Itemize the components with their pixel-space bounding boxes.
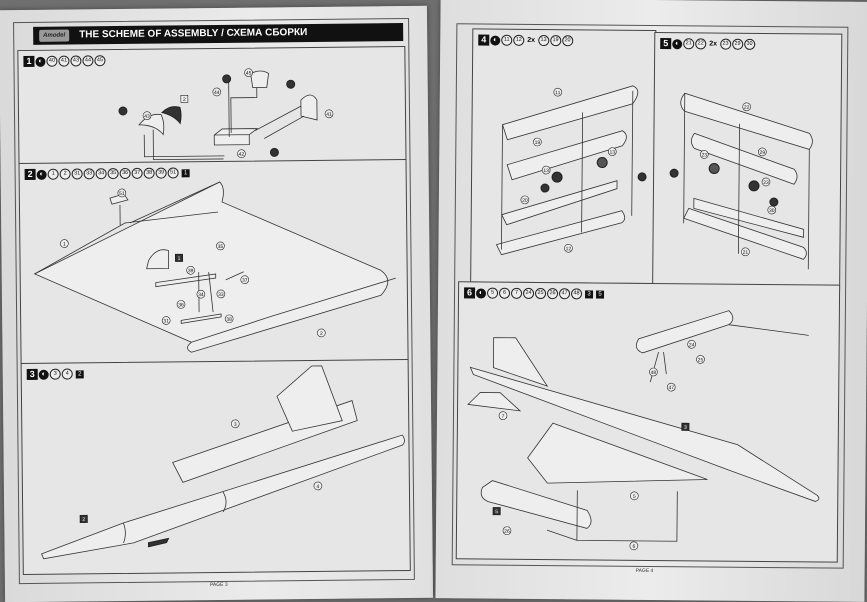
step-1-drawing: 2 43 44 45 41 42 bbox=[118, 68, 334, 161]
part-4-lower-fuselage bbox=[41, 434, 405, 560]
glue-icon bbox=[269, 147, 279, 157]
part-42-floor bbox=[213, 128, 259, 146]
glue-icon bbox=[222, 74, 232, 84]
assembly-title: THE SCHEME OF ASSEMBLY / СХЕМА СБОРКИ bbox=[79, 27, 308, 41]
callout: 23 bbox=[763, 180, 769, 186]
callout: 24 bbox=[689, 342, 695, 348]
callout: 34 bbox=[198, 292, 204, 298]
callout: 19 bbox=[535, 140, 541, 146]
part-29 bbox=[690, 132, 798, 185]
callout: 42 bbox=[239, 152, 245, 158]
callout: 6 bbox=[632, 544, 635, 550]
step-3-drawing: 3 4 2 bbox=[41, 365, 405, 560]
step-2-drawing: 1 51 1 35 39 37 36 33 34 31 38 2 bbox=[33, 181, 396, 353]
wing bbox=[527, 422, 708, 484]
subassembly-ref: 2 bbox=[82, 517, 85, 523]
callout: 33 bbox=[218, 292, 224, 298]
glue-icon bbox=[118, 106, 128, 116]
callout: 38 bbox=[226, 317, 232, 323]
glue-icon bbox=[540, 183, 550, 193]
callout: 2 bbox=[320, 331, 323, 337]
callout: 12 bbox=[566, 246, 572, 252]
callout: 30 bbox=[769, 208, 775, 214]
page-number: PAGE 3 bbox=[209, 581, 228, 589]
callout: 37 bbox=[242, 278, 248, 284]
callout: 11 bbox=[555, 90, 560, 96]
glue-icon bbox=[637, 172, 647, 182]
tail-fin bbox=[493, 337, 549, 387]
cockpit-subassembly bbox=[146, 249, 170, 270]
instruction-page-3: Amodel THE SCHEME OF ASSEMBLY / СХЕМА СБ… bbox=[0, 5, 434, 602]
landing-gear bbox=[147, 537, 170, 548]
callout: 23 bbox=[701, 152, 707, 158]
fuselage-half-1 bbox=[33, 181, 389, 353]
callout: 51 bbox=[119, 191, 125, 197]
callout: 36 bbox=[178, 302, 184, 308]
part-19 bbox=[506, 130, 627, 181]
glue-icon bbox=[669, 168, 679, 178]
subassembly-ref: 5 bbox=[495, 509, 498, 515]
callout: 41 bbox=[326, 112, 332, 118]
callout: 26 bbox=[504, 529, 510, 535]
nacelle-detail bbox=[635, 310, 734, 354]
brand-logo: Amodel bbox=[39, 29, 70, 42]
callout: 5 bbox=[633, 494, 636, 500]
callout: 25 bbox=[698, 357, 704, 363]
step-6-drawing: 7 24 25 48 47 3 5 5 26 6 bbox=[467, 310, 820, 551]
page-number: PAGE 4 bbox=[635, 567, 654, 575]
callout: 13 bbox=[609, 150, 615, 156]
step-4-drawing: 11 19 13 13 20 12 bbox=[495, 85, 647, 256]
part-13-disc bbox=[551, 171, 563, 183]
floor-parts bbox=[155, 273, 222, 324]
callout: 35 bbox=[218, 244, 224, 250]
glue-icon bbox=[286, 79, 296, 89]
callout: 31 bbox=[163, 318, 169, 324]
callout: 20 bbox=[522, 198, 528, 204]
callout: 21 bbox=[743, 250, 749, 256]
part-41-bulkhead bbox=[300, 94, 318, 121]
callout: 39 bbox=[188, 268, 194, 274]
fuselage bbox=[469, 366, 820, 502]
part-2-cushion bbox=[161, 106, 182, 125]
callout: 47 bbox=[668, 385, 674, 391]
callout: 13 bbox=[543, 168, 549, 174]
callout: 1 bbox=[63, 242, 66, 248]
part-21-lower bbox=[683, 197, 807, 260]
step-5-drawing: 22 29 23 23 30 21 bbox=[669, 92, 813, 270]
callout: 43 bbox=[144, 114, 150, 120]
callout: 7 bbox=[502, 414, 505, 420]
part-43-headrest bbox=[138, 113, 165, 136]
subassembly-ref: 3 bbox=[684, 425, 687, 431]
part-7-stabilizer bbox=[467, 392, 522, 412]
callout: 3 bbox=[234, 422, 237, 428]
glue-icon bbox=[769, 197, 779, 207]
callout: 22 bbox=[744, 105, 750, 111]
callout: 48 bbox=[651, 370, 657, 376]
callout: 44 bbox=[214, 90, 220, 96]
part-45-seat bbox=[250, 70, 270, 89]
callout: 2 bbox=[183, 97, 186, 103]
engine-nacelle bbox=[480, 480, 592, 529]
part-12-lower bbox=[495, 180, 626, 256]
callout: 45 bbox=[246, 71, 252, 77]
subassembly-ref: 1 bbox=[178, 256, 181, 262]
callout: 4 bbox=[316, 484, 319, 490]
tail-fin bbox=[276, 365, 343, 432]
callout: 29 bbox=[759, 150, 765, 156]
